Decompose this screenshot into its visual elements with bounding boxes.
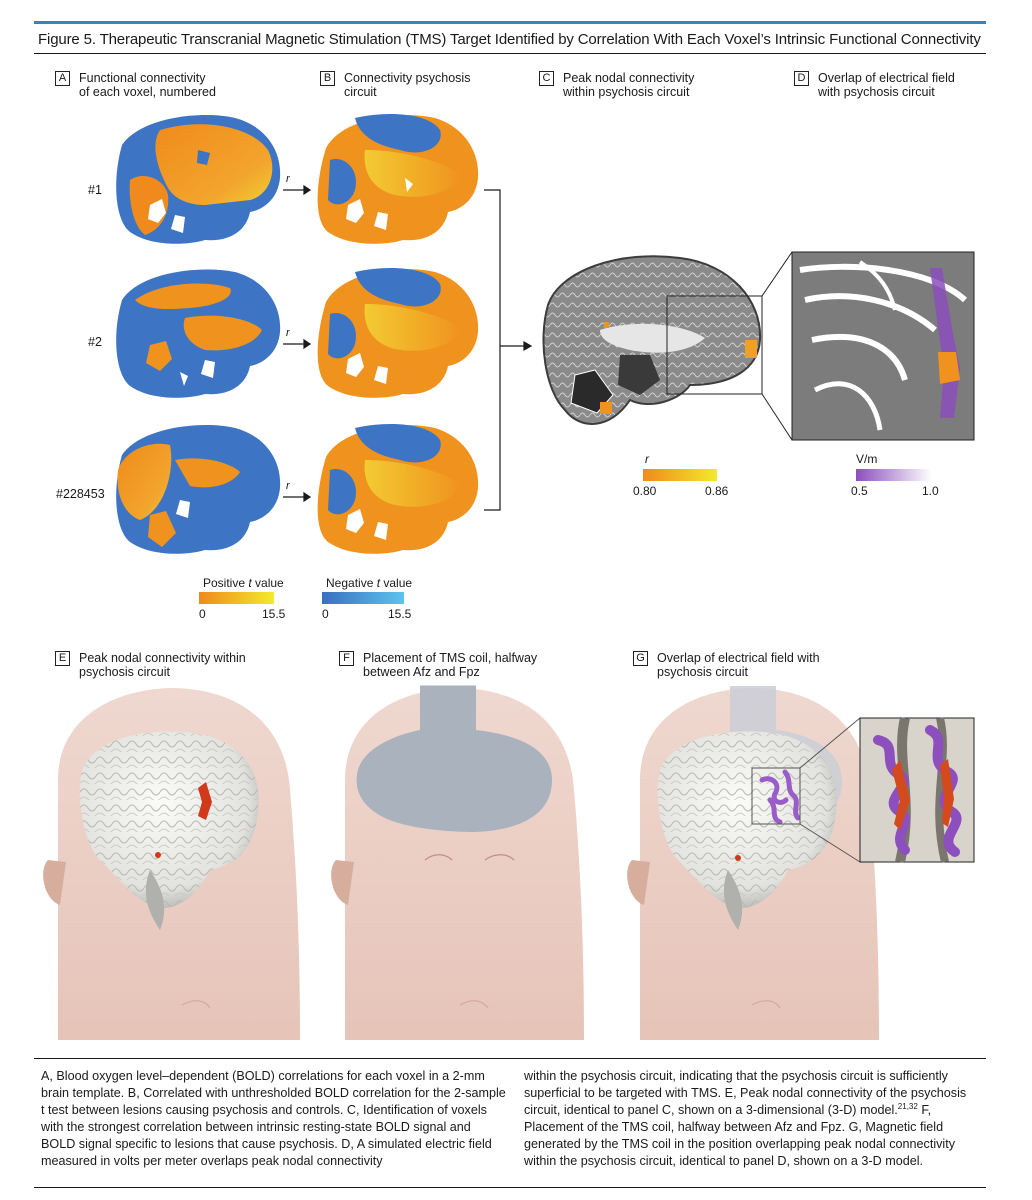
colorbar-field-bar (856, 469, 932, 481)
panel-f-letter: F (339, 651, 354, 666)
arrows-a-to-b (283, 184, 312, 503)
caption-bottom-rule (34, 1187, 986, 1188)
panel-f-title-line1: Placement of TMS coil, halfway (363, 651, 538, 665)
colorbar-negative-t-bar (322, 592, 404, 604)
colorbar-r-bar (643, 469, 717, 481)
panel-d-title-line1: Overlap of electrical field (818, 71, 955, 85)
colorbar-r-title: r (645, 452, 649, 466)
colorbar-field-title: V/m (856, 452, 878, 466)
head-e (43, 688, 300, 1040)
panel-e-letter: E (55, 651, 70, 666)
row-label-2: #2 (88, 335, 102, 349)
colorbar-field-min: 0.5 (851, 484, 868, 498)
caption-top-rule (34, 1058, 986, 1059)
colorbar-r-max: 0.86 (705, 484, 729, 498)
brain-b2 (317, 268, 479, 398)
panel-d-letter: D (794, 71, 809, 86)
sagittal-slice (542, 251, 793, 441)
caption-right-column: within the psychosis circuit, indicating… (524, 1068, 982, 1170)
panel-a-title-line1: Functional connectivity (79, 71, 206, 85)
row-label-1: #1 (88, 183, 102, 197)
caption-references: 21,32 (897, 1101, 918, 1111)
title-rule (34, 53, 986, 54)
colorbar-r-min: 0.80 (633, 484, 657, 498)
brain-b1 (317, 114, 479, 244)
colorbar-negative-t-title: Negative t value (326, 576, 413, 590)
figure-artwork (43, 114, 975, 1040)
figure-title: Figure 5. Therapeutic Transcranial Magne… (38, 31, 981, 48)
panel-d-title-line2: with psychosis circuit (818, 85, 935, 99)
panel-b-title-line1: Connectivity psychosis (344, 71, 471, 85)
colorbar-field-max: 1.0 (922, 484, 939, 498)
panel-f-title-line2: between Afz and Fpz (363, 665, 480, 679)
panel-g-letter: G (633, 651, 648, 666)
caption-right-part1: within the psychosis circuit, indicating… (524, 1069, 967, 1117)
panel-e-title-line1: Peak nodal connectivity within (79, 651, 246, 665)
row-label-3: #228453 (56, 487, 105, 501)
arrow-label-2: r (286, 327, 290, 339)
head-f (331, 685, 584, 1040)
colorbar-positive-t-max: 15.5 (262, 607, 286, 621)
panel-e-title-line2: psychosis circuit (79, 665, 170, 679)
panel-a-title-line2: of each voxel, numbered (79, 85, 216, 99)
panel-c-title-line2: within psychosis circuit (563, 85, 690, 99)
panel-g-title-line2: psychosis circuit (657, 665, 748, 679)
colorbar-positive-t-min: 0 (199, 607, 206, 621)
bracket-to-c (484, 189, 533, 511)
brain-a2 (116, 269, 281, 398)
brain-a1 (116, 115, 281, 244)
panel-a-letter: A (55, 71, 70, 86)
brain-a3 (116, 425, 281, 554)
colorbar-negative-t-min: 0 (322, 607, 329, 621)
colorbar-positive-t-bar (199, 592, 274, 604)
figure-top-rule (34, 21, 986, 24)
panel-b-letter: B (320, 71, 335, 86)
panel-b-title-line2: circuit (344, 85, 377, 99)
caption-right-part2: F, Placement of the TMS coil, halfway be… (524, 1103, 956, 1168)
inset-g-zoom (859, 716, 975, 864)
inset-zoom (791, 251, 975, 441)
panel-c-title-line1: Peak nodal connectivity (563, 71, 695, 85)
caption-left-column: A, Blood oxygen level–dependent (BOLD) c… (41, 1069, 506, 1168)
colorbar-positive-t-title: Positive t value (203, 576, 284, 590)
panel-g-title-line1: Overlap of electrical field with (657, 651, 820, 665)
panel-c-letter: C (539, 71, 554, 86)
arrow-label-1: r (286, 173, 290, 185)
colorbar-negative-t-max: 15.5 (388, 607, 412, 621)
brain-b3 (317, 424, 479, 554)
arrow-label-3: r (286, 480, 290, 492)
head-g (627, 686, 879, 1040)
